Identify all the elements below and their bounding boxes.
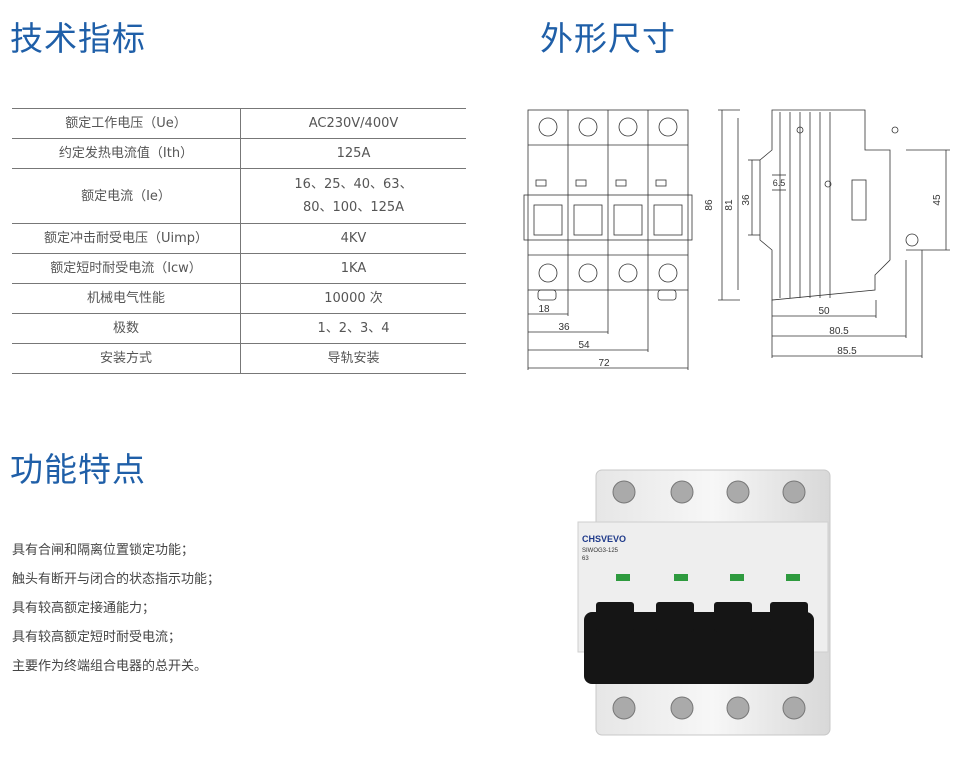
product-image: CHSVEVO SIWOG3-125 63 [577,469,831,736]
list-item: 具有较高额定短时耐受电流； [12,630,182,645]
side-view-drawing: 86 81 36 6.5 45 50 80.5 85.5 [704,109,950,358]
spec-value: 10000 次 [240,283,466,314]
list-item: 主要作为终端组合电器的总开关。 [12,659,208,674]
spec-key: 额定短时耐受电流（Icw） [12,253,241,284]
dim-label: 36 [741,194,752,206]
spec-key: 额定电流（Ie） [12,168,241,224]
spec-value: 125A [240,138,466,169]
spec-value: 1KA [240,253,466,284]
table-row: 额定冲击耐受电压（Uimp）4KV [12,223,466,254]
spec-value: 导轨安装 [240,343,466,374]
features-heading: 功能特点 [10,450,146,489]
table-row: 额定短时耐受电流（Icw）1KA [12,253,466,284]
list-item: 触头有断开与闭合的状态指示功能； [12,572,221,587]
spec-key: 额定工作电压（Ue） [12,108,241,139]
dim-label: 85.5 [837,346,857,357]
spec-table: 额定工作电压（Ue）AC230V/400V 约定发热电流值（Ith）125A 额… [12,108,466,374]
spec-value: 4KV [240,223,466,254]
spec-key: 约定发热电流值（Ith） [12,138,241,169]
table-row: 安装方式导轨安装 [12,343,466,374]
brand-label: CHSVEVO [582,534,626,544]
dim-label: 18 [538,304,550,315]
dims-heading: 外形尺寸 [540,19,676,58]
spec-heading: 技术指标 [10,19,146,58]
dim-label: 36 [558,322,570,333]
dim-label: 80.5 [829,326,849,337]
list-item: 具有合闸和隔离位置锁定功能； [12,543,195,558]
spec-key: 机械电气性能 [12,283,241,314]
spec-value: AC230V/400V [240,108,466,139]
rating-label: 63 [582,556,589,562]
spec-key: 安装方式 [12,343,241,374]
dim-label: 86 [704,199,715,211]
dim-label: 72 [598,358,610,369]
table-row: 约定发热电流值（Ith）125A [12,138,466,169]
table-row: 额定工作电压（Ue）AC230V/400V [12,108,466,139]
spec-key: 极数 [12,313,241,344]
dim-label: 6.5 [773,178,786,188]
spec-key: 额定冲击耐受电压（Uimp） [12,223,241,254]
list-item: 具有较高额定接通能力； [12,601,156,616]
dim-label: 54 [578,340,590,351]
table-row: 额定电流（Ie）16、25、40、63、80、100、125A [12,168,466,224]
spec-value: 16、25、40、63、80、100、125A [240,168,466,224]
spec-value: 1、2、3、4 [240,313,466,344]
dim-label: 45 [932,194,943,206]
dim-label: 81 [724,199,735,211]
model-label: SIWOG3-125 [582,548,619,554]
features-list: 具有合闸和隔离位置锁定功能； 触头有断开与闭合的状态指示功能； 具有较高额定接通… [12,536,220,681]
front-view-drawing: 18 36 54 72 [523,109,693,370]
dim-label: 50 [818,306,830,317]
